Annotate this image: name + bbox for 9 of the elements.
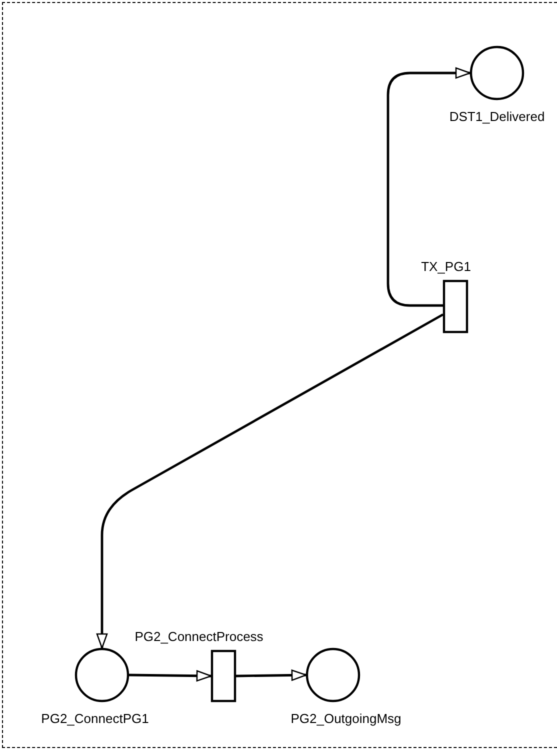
node-label: PG2_OutgoingMsg [290, 711, 402, 726]
node-label: PG2_ConnectPG1 [41, 711, 149, 726]
node-label: PG2_ConnectProcess [134, 629, 264, 644]
arc-arrow [236, 670, 307, 681]
arc-arrow [386, 67, 471, 307]
node-label: DST1_Delivered [449, 109, 545, 124]
node-label: TX_PG1 [421, 259, 471, 274]
arc-arrow [128, 670, 212, 682]
arc-arrow [96, 313, 444, 649]
